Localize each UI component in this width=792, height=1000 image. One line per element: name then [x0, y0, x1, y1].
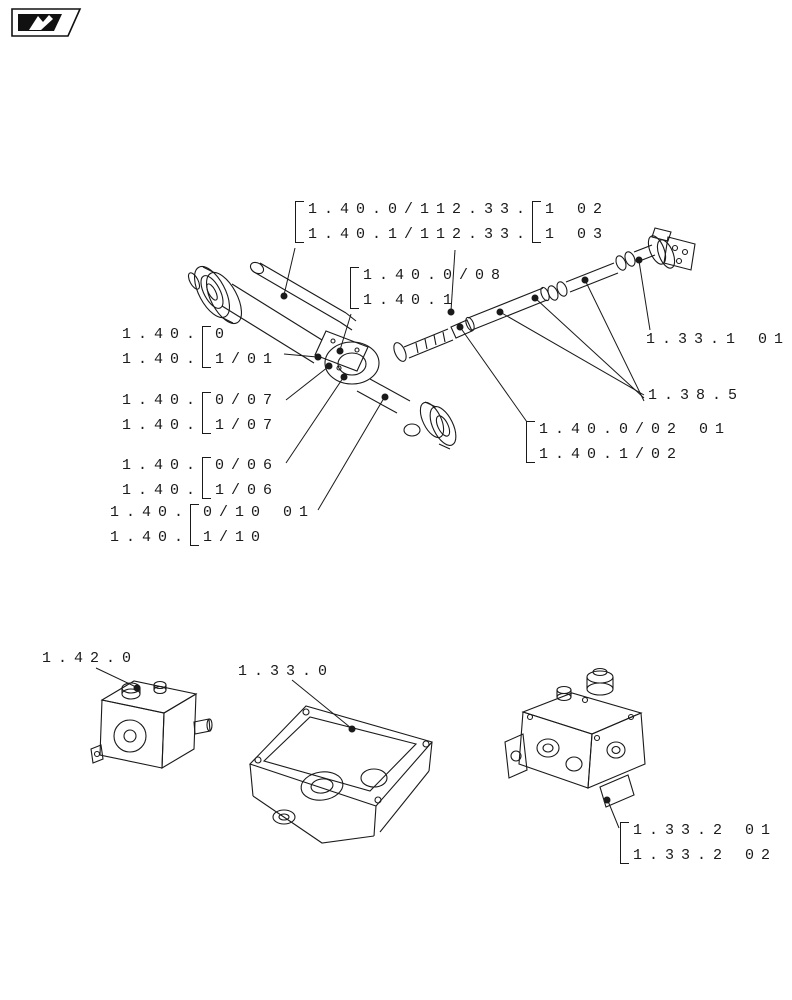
part-ref-1420: 1.42.0 — [42, 650, 139, 667]
part-ref-group-02: 1.40.0/02 01 1.40.1/02 — [526, 417, 731, 467]
callout-dot — [325, 362, 333, 370]
callout-dots — [133, 256, 643, 804]
callout-dot — [603, 796, 611, 804]
callout-dot — [348, 725, 356, 733]
callout-dot — [280, 292, 288, 300]
front-axle-assembly-drawing — [187, 227, 696, 450]
hydraulic-pump-drawing — [90, 680, 213, 769]
part-ref: 1/07 — [215, 417, 280, 434]
part-ref: 1.40.1 — [363, 292, 460, 309]
part-ref: 1.40.1/11 — [308, 226, 453, 243]
part-ref-prefix: 1.40. — [110, 529, 191, 546]
group-bracket — [190, 504, 200, 546]
leader-line — [499, 311, 645, 396]
part-ref-prefix: 1.40. — [110, 504, 191, 521]
differential — [314, 330, 411, 414]
part-ref: 1/01 — [215, 351, 280, 368]
part-ref: 1.40.1/02 — [539, 446, 684, 463]
callout-dot — [581, 276, 589, 284]
part-ref-prefix: 1.40. — [122, 392, 203, 409]
part-ref-group-shaft-11: 1.40.0/11 1.40.1/11 — [295, 197, 452, 247]
part-ref-group-1332: 1.33.2 01 1.33.2 02 — [620, 818, 777, 868]
part-ref-group-233: 2.33. 2.33. 1 02 1 03 — [452, 197, 609, 247]
group-bracket — [526, 421, 535, 463]
part-ref: 1 02 — [545, 201, 610, 218]
part-ref-group-06: 1.40. 1.40. 0/06 1/06 — [122, 453, 279, 503]
leader-line — [285, 377, 344, 464]
leader-line — [450, 249, 456, 312]
part-ref: 1.40.0/02 01 — [539, 421, 732, 438]
part-ref-1331: 1.33.1 01 — [646, 331, 791, 348]
group-bracket — [620, 822, 629, 864]
leader-line — [95, 667, 137, 688]
leader-line — [317, 397, 385, 511]
part-ref: 0/06 — [215, 457, 280, 474]
callout-dot — [314, 353, 322, 361]
part-ref-1385: 1.38.5 — [648, 387, 745, 404]
group-bracket — [350, 267, 359, 309]
brand-logo — [8, 4, 98, 49]
part-ref-group-01: 1.40. 1.40. 0 1/01 — [122, 322, 279, 372]
transmission-housing-drawing — [248, 705, 433, 844]
leader-line — [283, 247, 296, 296]
part-ref-prefix: 1.40. — [122, 326, 203, 343]
leader-line — [534, 297, 645, 399]
part-ref-group-08: 1.40.0/08 1.40.1 — [350, 263, 507, 313]
drive-shaft — [393, 244, 656, 362]
part-ref: 0 — [215, 326, 232, 343]
part-ref-prefix: 1.40. — [122, 351, 203, 368]
part-ref-prefix: 2.33. — [452, 201, 533, 218]
part-ref: 1.33.2 02 — [633, 847, 778, 864]
part-ref-1330: 1.33.0 — [238, 663, 335, 680]
shaft-coupling — [647, 227, 696, 271]
part-ref-prefix: 1.40. — [122, 417, 203, 434]
callout-dot — [133, 684, 141, 692]
callout-dot — [336, 347, 344, 355]
part-ref-prefix: 2.33. — [452, 226, 533, 243]
group-bracket — [202, 326, 212, 368]
valve-block-drawing — [504, 667, 646, 808]
leader-line — [638, 260, 651, 331]
part-ref: 1/06 — [215, 482, 280, 499]
axle-housing — [221, 261, 357, 364]
leader-line — [291, 679, 352, 729]
part-ref: 1.40.0/11 — [308, 201, 453, 218]
kingpin-hub — [403, 401, 457, 450]
group-bracket — [532, 201, 542, 243]
part-ref: 1.33.2 01 — [633, 822, 778, 839]
part-ref-prefix: 1.40. — [122, 482, 203, 499]
callout-dot — [447, 308, 455, 316]
leader-line — [459, 326, 528, 423]
callout-dot — [496, 308, 504, 316]
leader-line — [339, 313, 352, 351]
callout-dot — [340, 373, 348, 381]
group-bracket — [295, 201, 304, 243]
part-ref-prefix: 1.40. — [122, 457, 203, 474]
part-ref: 1.40.0/08 — [363, 267, 508, 284]
leader-line — [607, 800, 620, 829]
part-ref: 0/07 — [215, 392, 280, 409]
part-ref-group-10: 1.40. 1.40. 0/10 01 1/10 — [110, 500, 315, 550]
part-ref-group-07: 1.40. 1.40. 0/07 1/07 — [122, 388, 279, 438]
callout-dot — [381, 393, 389, 401]
group-bracket — [202, 392, 212, 434]
part-ref: 0/10 01 — [203, 504, 316, 521]
part-ref: 1 03 — [545, 226, 610, 243]
group-bracket — [202, 457, 212, 499]
cnh-hand-logo-icon — [11, 8, 82, 37]
leader-line — [283, 353, 318, 358]
leader-lines — [95, 247, 651, 829]
wheel-hub — [187, 265, 243, 325]
callout-dot — [456, 323, 464, 331]
callout-dot — [635, 256, 643, 264]
leader-line — [584, 279, 645, 402]
callout-dot — [531, 294, 539, 302]
leader-line — [285, 366, 329, 401]
part-ref: 1/10 — [203, 529, 268, 546]
